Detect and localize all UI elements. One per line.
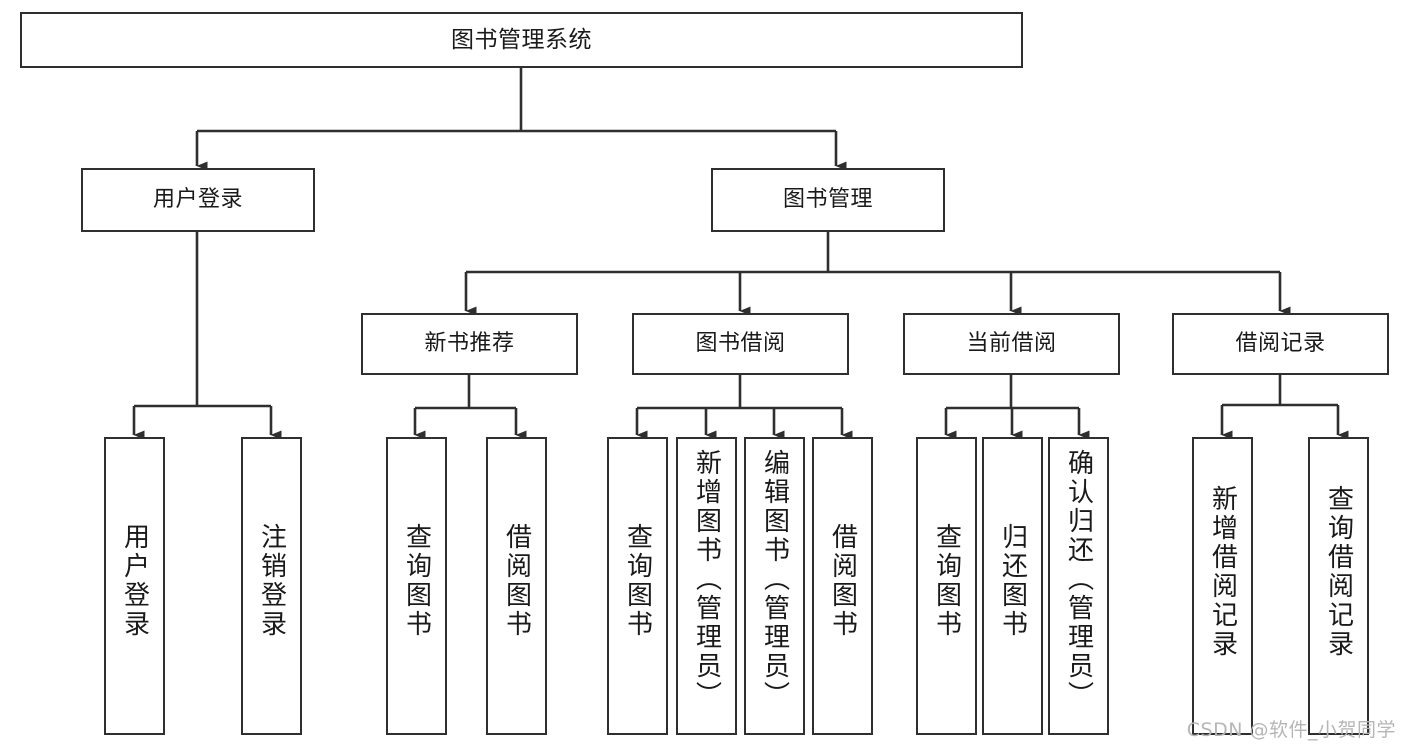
node-leaf-confirm-return[interactable]: 确认归还（管理员）: [1048, 437, 1109, 735]
node-book-borrow[interactable]: 图书借阅: [632, 313, 849, 375]
node-leaf-return-book-label: 归还图书: [997, 523, 1028, 639]
node-leaf-return-book[interactable]: 归还图书: [982, 437, 1043, 735]
node-leaf-borrow-book-2-label: 借阅图书: [827, 523, 858, 639]
node-leaf-user-login[interactable]: 用户登录: [104, 437, 165, 735]
node-borrow-record[interactable]: 借阅记录: [1172, 313, 1389, 375]
node-leaf-query-book-1[interactable]: 查询图书: [386, 437, 447, 735]
node-leaf-query-book-2[interactable]: 查询图书: [607, 437, 668, 735]
node-root[interactable]: 图书管理系统: [20, 12, 1023, 68]
node-current-borrow-label: 当前借阅: [966, 331, 1057, 357]
node-leaf-query-book-3-label: 查询图书: [931, 523, 962, 639]
node-leaf-borrow-book-1[interactable]: 借阅图书: [486, 437, 547, 735]
node-book-borrow-label: 图书借阅: [695, 331, 786, 357]
node-leaf-user-logout[interactable]: 注销登录: [241, 437, 302, 735]
watermark-text: CSDN @软件_小贺同学: [1186, 719, 1396, 741]
node-leaf-query-book-3[interactable]: 查询图书: [916, 437, 977, 735]
node-leaf-edit-book[interactable]: 编辑图书（管理员）: [744, 437, 805, 735]
node-user-login-label: 用户登录: [152, 187, 243, 213]
node-leaf-query-record[interactable]: 查询借阅记录: [1308, 437, 1369, 735]
node-borrow-record-label: 借阅记录: [1235, 331, 1326, 357]
node-leaf-add-record[interactable]: 新增借阅记录: [1192, 437, 1253, 735]
node-root-label: 图书管理系统: [451, 26, 592, 53]
node-leaf-add-book[interactable]: 新增图书（管理员）: [676, 437, 737, 735]
node-user-login[interactable]: 用户登录: [81, 168, 315, 232]
node-new-book-recommend[interactable]: 新书推荐: [361, 313, 578, 375]
node-current-borrow[interactable]: 当前借阅: [903, 313, 1120, 375]
node-new-book-recommend-label: 新书推荐: [424, 331, 515, 357]
node-leaf-user-logout-label: 注销登录: [256, 523, 287, 639]
node-leaf-add-record-label: 新增借阅记录: [1207, 485, 1238, 659]
node-leaf-borrow-book-2[interactable]: 借阅图书: [812, 437, 873, 735]
node-leaf-borrow-book-1-label: 借阅图书: [501, 523, 532, 639]
node-leaf-query-book-2-label: 查询图书: [622, 523, 653, 639]
node-book-manage[interactable]: 图书管理: [711, 168, 945, 232]
node-leaf-query-record-label: 查询借阅记录: [1323, 485, 1354, 659]
node-leaf-add-book-label: 新增图书（管理员）: [691, 449, 722, 710]
node-leaf-query-book-1-label: 查询图书: [401, 523, 432, 639]
node-book-manage-label: 图书管理: [782, 187, 873, 213]
node-leaf-edit-book-label: 编辑图书（管理员）: [759, 449, 790, 710]
node-leaf-confirm-return-label: 确认归还（管理员）: [1063, 449, 1094, 710]
node-leaf-user-login-label: 用户登录: [119, 523, 150, 639]
